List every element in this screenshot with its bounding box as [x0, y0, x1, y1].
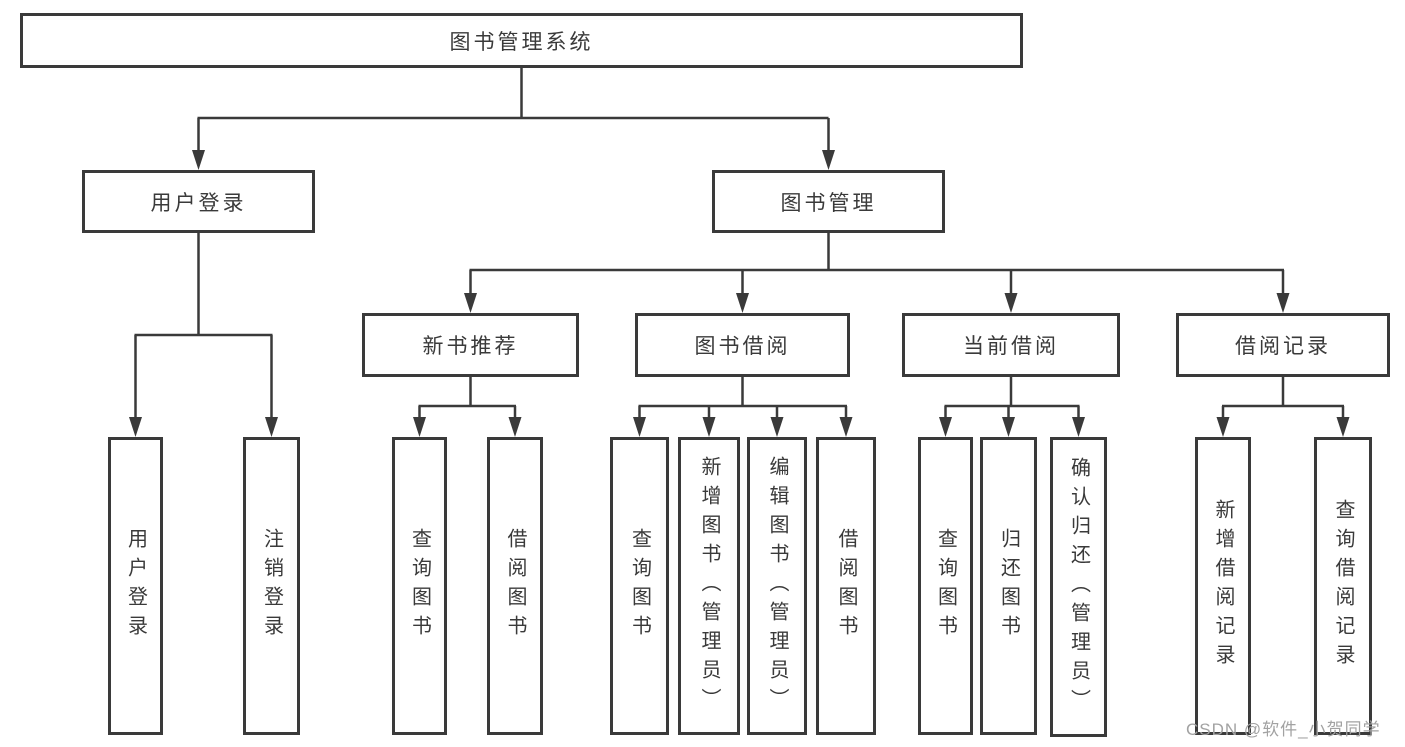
node-new-book-recommend: 新书推荐	[362, 313, 579, 377]
node-borrowing-records-label: 借阅记录	[1235, 335, 1331, 358]
leaf-borrow-books-borrowing-label: 借阅图书	[835, 528, 857, 644]
node-book-management: 图书管理	[712, 170, 945, 233]
csdn-watermark: CSDN @软件_小贺同学	[1186, 720, 1381, 739]
leaf-return-book: 归还图书	[980, 437, 1037, 735]
node-current-borrowing: 当前借阅	[902, 313, 1120, 377]
leaf-query-borrow-record: 查询借阅记录	[1314, 437, 1372, 735]
leaf-borrow-books-recommend: 借阅图书	[487, 437, 543, 735]
node-book-borrowing: 图书借阅	[635, 313, 850, 377]
leaf-query-borrow-record-label: 查询借阅记录	[1332, 499, 1354, 673]
node-user-login-label: 用户登录	[150, 191, 247, 215]
node-user-login: 用户登录	[82, 170, 315, 233]
leaf-edit-book-admin-label: 编辑图书（管理员）	[766, 455, 788, 717]
leaf-query-books-recommend: 查询图书	[392, 437, 447, 735]
leaf-confirm-return-admin: 确认归还（管理员）	[1050, 437, 1107, 737]
leaf-edit-book-admin: 编辑图书（管理员）	[747, 437, 807, 735]
node-library-system: 图书管理系统	[20, 13, 1023, 68]
leaf-add-book-admin: 新增图书（管理员）	[678, 437, 740, 735]
leaf-query-books-current: 查询图书	[918, 437, 973, 735]
leaf-query-books-current-label: 查询图书	[934, 528, 957, 644]
node-library-system-label: 图书管理系统	[449, 30, 594, 54]
leaf-query-books-borrowing: 查询图书	[610, 437, 669, 735]
leaf-user-login-label: 用户登录	[124, 528, 147, 644]
node-book-management-label: 图书管理	[780, 191, 877, 215]
leaf-logout-label: 注销登录	[260, 528, 283, 644]
node-current-borrowing-label: 当前借阅	[963, 335, 1059, 358]
node-book-borrowing-label: 图书借阅	[694, 335, 791, 358]
node-borrowing-records: 借阅记录	[1176, 313, 1390, 377]
leaf-confirm-return-admin-label: 确认归还（管理员）	[1067, 456, 1090, 718]
leaf-logout: 注销登录	[243, 437, 300, 735]
leaf-borrow-books-borrowing: 借阅图书	[816, 437, 876, 735]
leaf-add-book-admin-label: 新增图书（管理员）	[698, 455, 720, 717]
arrowhead-icons	[129, 150, 1350, 437]
leaf-add-borrow-record: 新增借阅记录	[1195, 437, 1251, 735]
leaf-user-login: 用户登录	[108, 437, 163, 735]
node-new-book-recommend-label: 新书推荐	[422, 335, 519, 358]
leaf-query-books-recommend-label: 查询图书	[408, 528, 431, 644]
leaf-add-borrow-record-label: 新增借阅记录	[1212, 499, 1234, 673]
leaf-return-book-label: 归还图书	[997, 528, 1020, 644]
leaf-borrow-books-recommend-label: 借阅图书	[504, 528, 526, 644]
leaf-query-books-borrowing-label: 查询图书	[628, 528, 651, 644]
